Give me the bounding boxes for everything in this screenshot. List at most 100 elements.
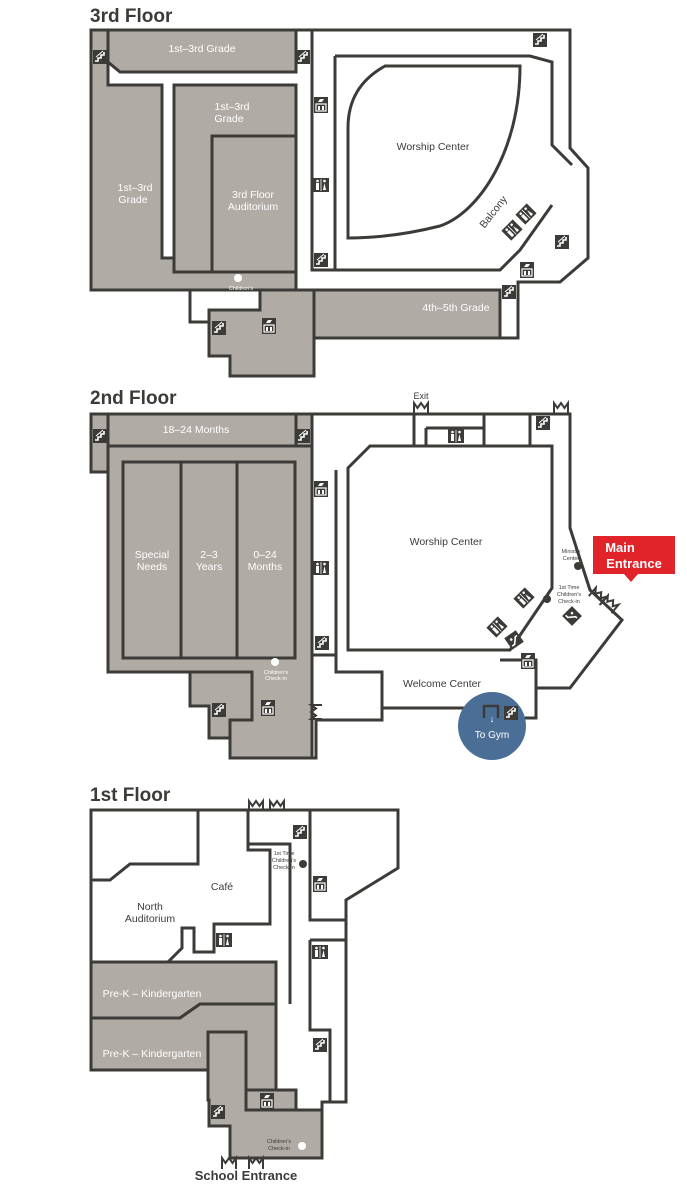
label-years-2: Years — [196, 561, 222, 573]
stairs-icon — [295, 49, 311, 65]
label-first-time-2-3: Check-in — [558, 599, 580, 605]
label-18-24-months: 18–24 Months — [163, 424, 230, 436]
label-worship-center-2: Worship Center — [410, 536, 483, 548]
label-grade-45: 4th–5th Grade — [422, 302, 489, 314]
elevator-icon — [313, 480, 329, 498]
second-floor-title: 2nd Floor — [90, 388, 177, 409]
label-ministry-2: Center — [563, 556, 580, 562]
stairs-icon — [211, 320, 227, 336]
second-welcome-wall — [500, 658, 538, 688]
stairs-icon — [313, 252, 329, 268]
label-welcome-center: Welcome Center — [403, 678, 482, 690]
main-entrance-badge[interactable]: Main Entrance — [593, 536, 675, 582]
label-first-time-2-2: Children's — [557, 592, 582, 598]
label-grade-top: 1st–3rd Grade — [168, 43, 235, 55]
room-18-24-months-inner — [106, 412, 298, 448]
second-stair-divider — [190, 670, 254, 738]
stairs-icon — [312, 1037, 328, 1053]
elevator-icon — [519, 261, 535, 279]
label-prek-1: Pre-K – Kindergarten — [103, 988, 202, 1000]
stairs-icon — [314, 635, 330, 651]
label-grade-mid-1: 1st–3rd — [214, 101, 249, 113]
label-special-2: Needs — [137, 561, 167, 573]
stairs-icon — [535, 415, 551, 431]
label-main-entrance-2: Entrance — [606, 556, 662, 571]
label-worship-center-3: Worship Center — [397, 141, 470, 153]
label-first-time-2-1: 1st Time — [559, 585, 580, 591]
room-third-lower-block — [207, 288, 316, 378]
restroom-icon — [311, 944, 329, 960]
label-checkin-3-1: Children's — [229, 286, 254, 292]
restroom-icon — [447, 428, 465, 444]
label-cafe: Café — [211, 881, 233, 893]
entrance-door-icon — [553, 402, 569, 415]
room-0-24-months — [235, 460, 297, 660]
label-school-entrance: School Entrance — [195, 1168, 298, 1183]
first-elevator-wall — [244, 1090, 298, 1112]
label-first-time-1-3: Check-in — [273, 865, 295, 871]
elevator-icon — [312, 875, 328, 893]
label-to-gym: To Gym — [475, 730, 509, 741]
to-gym-arrow: ↓ — [490, 714, 495, 724]
stairs-icon — [92, 49, 108, 65]
elevator-icon — [261, 317, 277, 335]
label-special-1: Special — [135, 549, 169, 561]
label-checkin-2-2: Check-in — [265, 676, 287, 682]
label-exit: Exit — [413, 391, 429, 401]
first-corridor-walls — [248, 810, 346, 1102]
third-floor: 3rd Floor 1st–3rd Grade 1st–3rd Grade 1s… — [89, 6, 590, 378]
label-ministry-1: Ministry — [562, 549, 581, 555]
first-time-checkin-marker — [543, 595, 551, 603]
label-main-entrance-1: Main — [605, 540, 635, 555]
stairs-icon — [92, 428, 108, 444]
first-floor-title: 1st Floor — [90, 785, 171, 806]
ministry-center-marker — [574, 562, 582, 570]
stairs-icon — [295, 428, 311, 444]
second-floor: 2nd Floor Exit 18–24 Months Special Need… — [89, 388, 675, 760]
to-gym-badge[interactable]: ↓ To Gym — [458, 692, 526, 760]
elevator-icon — [260, 699, 276, 717]
children-checkin-marker — [298, 1142, 306, 1150]
label-prek-2: Pre-K – Kindergarten — [103, 1048, 202, 1060]
stairs-icon — [503, 705, 519, 721]
stairs-icon — [211, 702, 227, 718]
elevator-icon — [520, 652, 536, 670]
first-cafe-wall — [91, 810, 272, 964]
label-north-1: North — [137, 901, 163, 913]
second-restroom-walls — [412, 414, 486, 446]
label-first-time-1-1: 1st Time — [274, 851, 295, 857]
label-first-time-1-2: Children's — [272, 858, 297, 864]
stairs-icon — [501, 284, 517, 300]
label-auditorium-1: 3rd Floor — [232, 189, 275, 201]
second-worship-center — [346, 444, 554, 652]
entrance-door-icon — [413, 402, 429, 415]
room-prek-2 — [89, 1002, 278, 1092]
gym-door — [482, 704, 500, 718]
label-months-2: Months — [248, 561, 282, 573]
third-worship-outer-2 — [333, 56, 554, 272]
children-checkin-marker — [234, 274, 242, 282]
label-grade-left-2: Grade — [118, 194, 147, 206]
label-checkin-1-1: Children's — [267, 1139, 292, 1145]
label-checkin-2-1: Children's — [264, 670, 289, 676]
stairs-icon — [554, 234, 570, 250]
restroom-icon — [312, 560, 330, 576]
room-special-needs — [121, 460, 183, 660]
stairs-icon — [210, 1104, 226, 1120]
children-checkin-marker — [271, 658, 279, 666]
stairs-icon — [532, 32, 548, 48]
room-grade-45 — [312, 288, 502, 340]
first-floor: 1st Floor North Auditorium Café Pre-K – … — [89, 785, 400, 1183]
elevator-icon — [259, 1092, 275, 1110]
room-grade-top — [106, 28, 298, 74]
first-time-checkin-marker — [299, 860, 307, 868]
label-auditorium-2: Auditorium — [228, 201, 278, 213]
third-worship-center — [346, 64, 522, 240]
third-worship-outer — [335, 54, 574, 167]
label-months-1: 0–24 — [253, 549, 277, 561]
first-north-wall — [91, 810, 200, 882]
label-checkin-1-2: Check-in — [268, 1146, 290, 1152]
label-north-2: Auditorium — [125, 913, 175, 925]
